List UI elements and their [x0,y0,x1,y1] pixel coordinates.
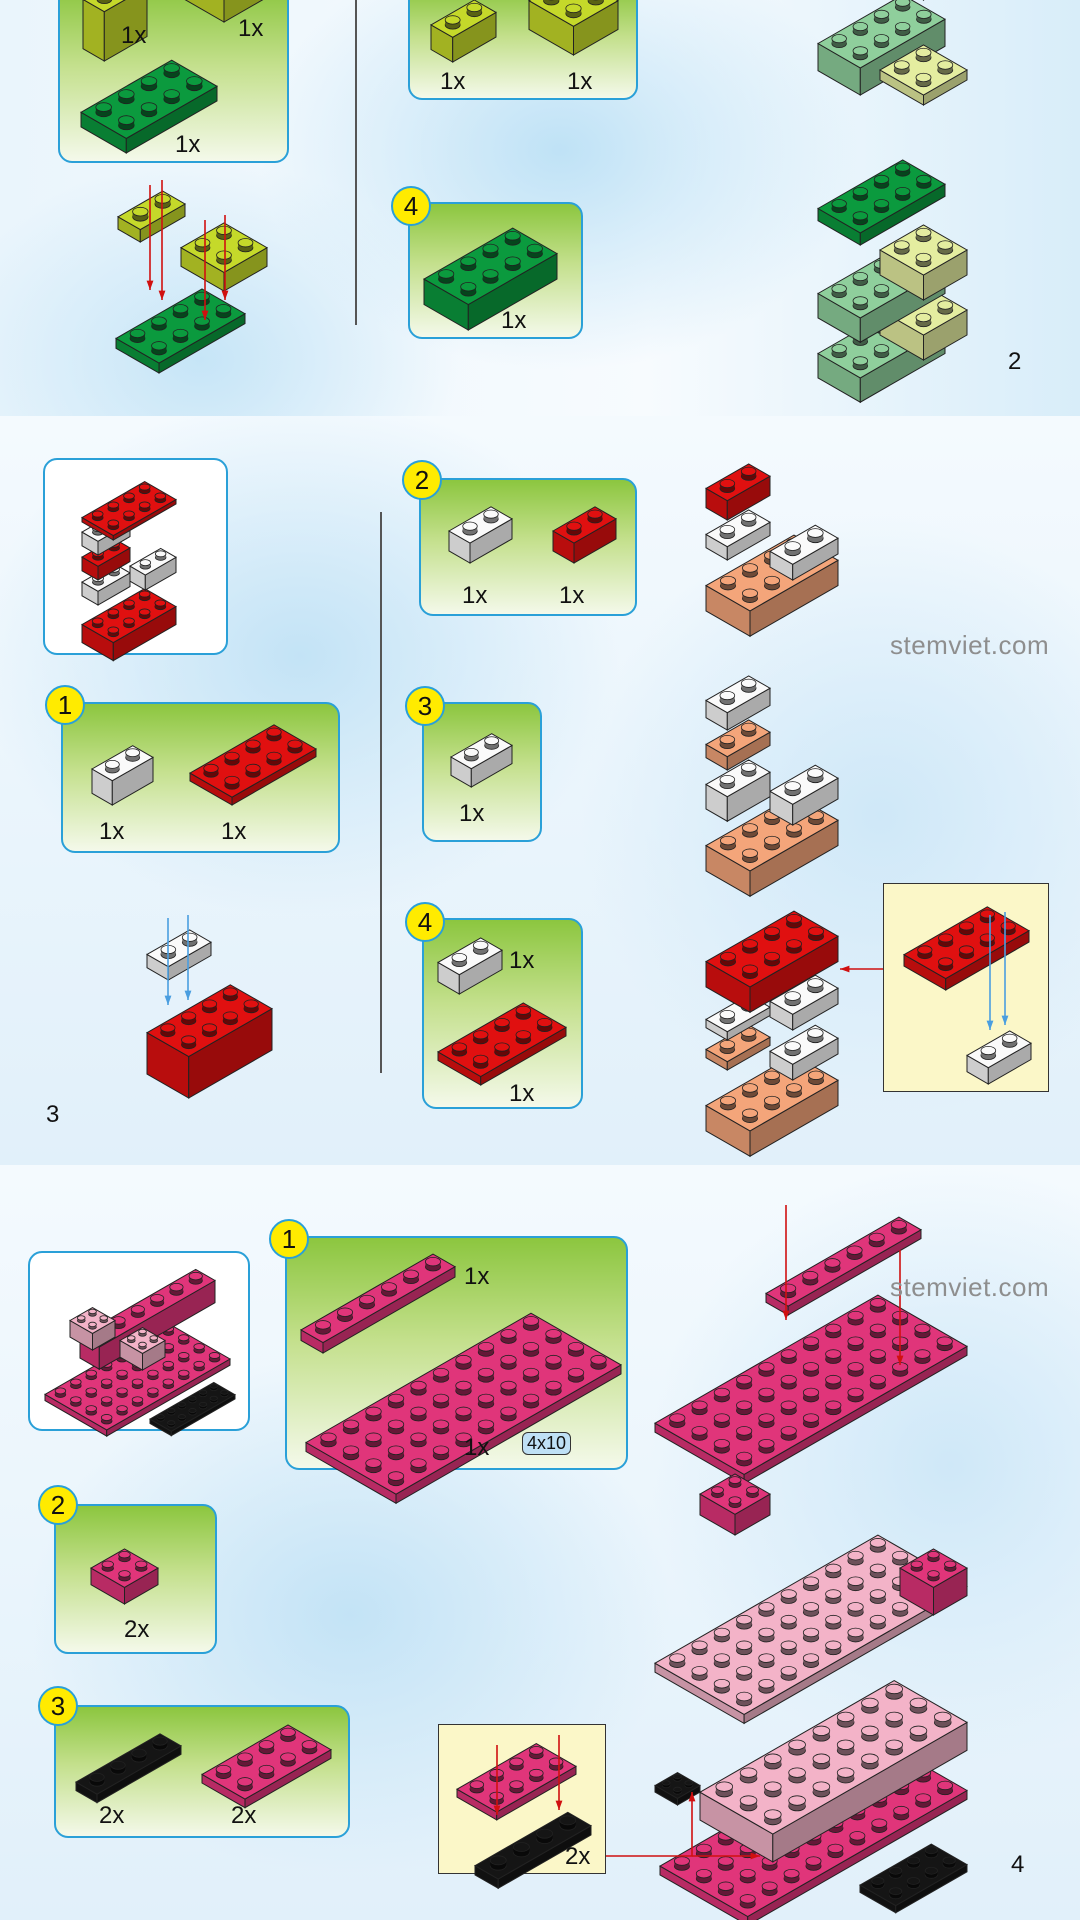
quantity-label: 2x [124,1616,150,1643]
step-number-badge: 2 [38,1485,78,1525]
model-preview [28,1251,250,1431]
sub-assembly-inset [883,883,1049,1092]
watermark: stemviet.com [890,1272,1050,1302]
quantity-label: 1x [121,22,147,49]
quantity-label: 1x [464,1434,490,1461]
step-number-badge: 1 [269,1219,309,1259]
quantity-label: 1x [567,68,593,95]
step-number-badge: 1 [45,685,85,725]
divider [355,0,357,325]
step-1-box [285,1236,628,1470]
quantity-label: 1x [464,1263,490,1290]
page-number: 2 [1008,348,1022,375]
quantity-label: 1x [501,307,527,334]
quantity-label: 1x [459,800,485,827]
instruction-page-2 [0,0,1080,416]
quantity-label: 1x [559,582,585,609]
quantity-label: 1x [462,582,488,609]
watermark: stemviet.com [890,630,1050,660]
quantity-label: 1x [175,131,201,158]
quantity-label: 2x [565,1843,591,1870]
step-number-badge: 3 [405,686,445,726]
quantity-label: 2x [99,1802,125,1829]
step-number-badge: 2 [402,460,442,500]
quantity-label: 1x [99,818,125,845]
model-preview [43,458,228,655]
page-number: 4 [1011,1851,1025,1878]
step-number-badge: 3 [38,1686,78,1726]
step-number-badge: 4 [391,186,431,226]
divider [380,512,382,1073]
page-number: 3 [46,1101,60,1128]
quantity-label: 1x [221,818,247,845]
quantity-label: 1x [238,15,264,42]
step-2-box [419,478,637,616]
size-callout: 4x10 [522,1432,572,1455]
quantity-label: 1x [509,1080,535,1107]
quantity-label: 1x [509,947,535,974]
instruction-page-3 [0,416,1080,1165]
quantity-label: 1x [440,68,466,95]
step-4-box [408,202,583,339]
quantity-label: 2x [231,1802,257,1829]
step-4-box [422,918,583,1109]
step-number-badge: 4 [405,902,445,942]
